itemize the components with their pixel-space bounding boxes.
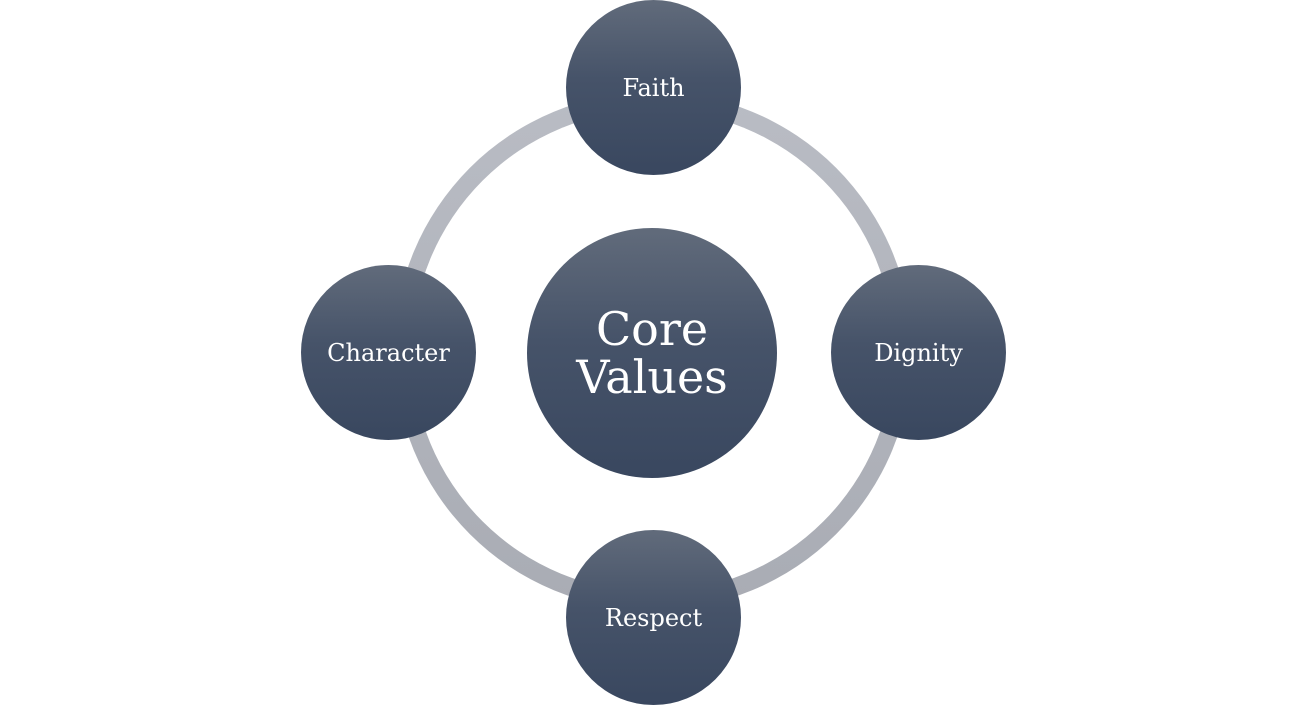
node-dignity: Dignity xyxy=(831,265,1006,440)
node-respect: Respect xyxy=(566,530,741,705)
node-faith-label: Faith xyxy=(622,73,685,102)
center-node: Core Values xyxy=(527,228,777,478)
node-dignity-label: Dignity xyxy=(874,338,963,367)
node-character-label: Character xyxy=(327,338,450,367)
node-faith: Faith xyxy=(566,0,741,175)
center-node-label: Core Values xyxy=(576,302,728,404)
node-character: Character xyxy=(301,265,476,440)
node-respect-label: Respect xyxy=(604,603,703,632)
